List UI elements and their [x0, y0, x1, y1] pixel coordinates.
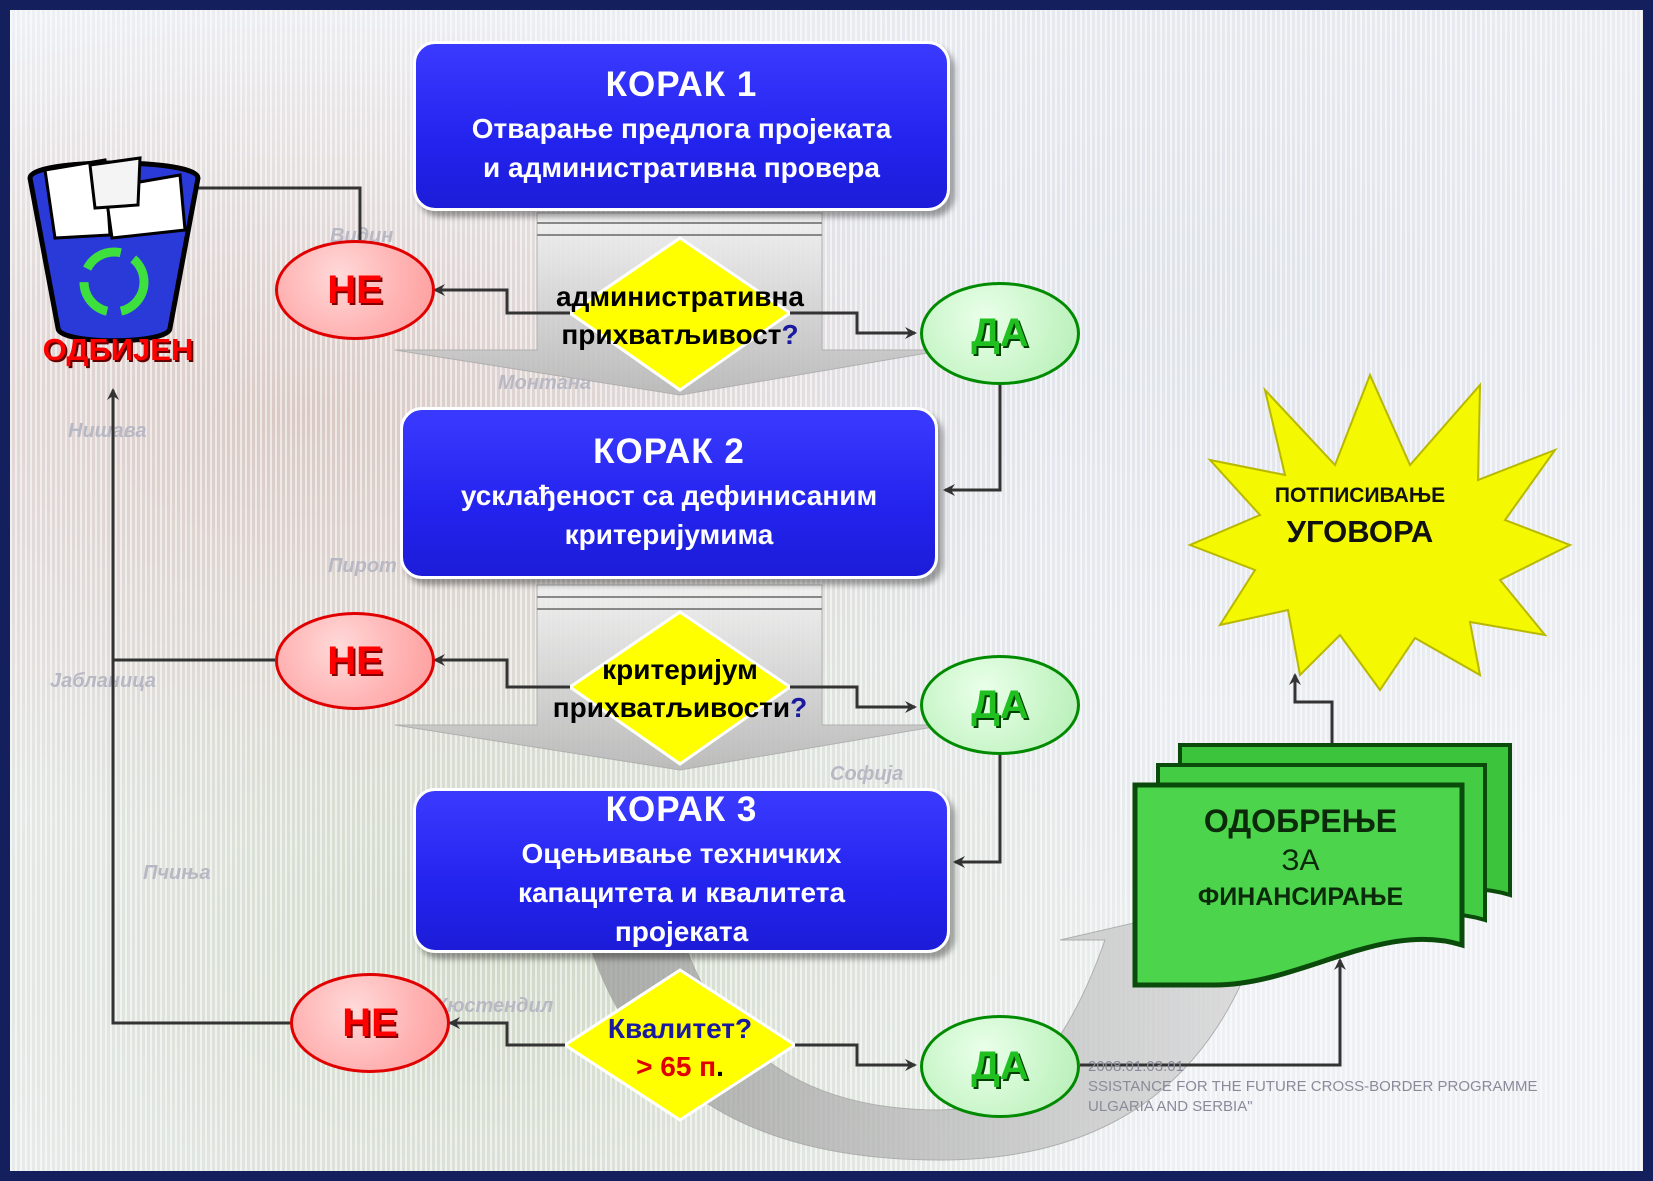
map-label: Пирот [328, 555, 397, 577]
rejected-label: ОДБИЈЕН [42, 332, 194, 367]
decision-line: прихватљивости [552, 692, 791, 723]
yes-ellipse-3: ДА [920, 1015, 1080, 1118]
approval-line: ОДОБРЕЊЕ [1203, 803, 1398, 839]
approval-document-stack [1132, 743, 1512, 988]
no-ellipse-1: НЕ [275, 240, 435, 340]
flow-graphics [27, 156, 1573, 1161]
decision-line: критеријум [602, 654, 758, 685]
step-title: КОРАК 1 [605, 65, 758, 104]
step-text: и административна провера [483, 152, 880, 183]
map-label: Нишава [68, 420, 147, 442]
step-text: Отварање предлога пројеката [471, 113, 892, 144]
decision-diamond-2 [567, 610, 793, 766]
decision-mark: . [716, 1051, 724, 1082]
decision-line: > 65 п [636, 1051, 717, 1082]
yes-label: ДА [971, 1044, 1029, 1088]
yes-ellipse-2: ДА [920, 655, 1080, 755]
no-label: НЕ [327, 638, 383, 683]
question-mark: ? [781, 319, 799, 350]
question-mark: ? [790, 692, 808, 723]
map-label: Кюстендил [435, 995, 554, 1017]
step-text: капацитета и квалитета [517, 877, 846, 908]
yes-label: ДА [971, 311, 1029, 355]
decision-text-3: Квалитет? > 65 п. [570, 1010, 790, 1086]
approval-text: ОДОБРЕЊЕ ЗА ФИНАНСИРАЊЕ [1138, 800, 1463, 914]
yes-label: ДА [971, 682, 1029, 727]
step-text: критеријумима [564, 519, 774, 550]
decision-line: прихватљивост [561, 319, 782, 350]
step-text: усклађеност са дефинисаним [460, 480, 878, 511]
step-box-2: КОРАК 2 усклађеност са дефинисаним крите… [400, 407, 938, 579]
footer-line: ULGARIA AND SERBIA" [1088, 1098, 1253, 1115]
map-label: Пчиња [143, 862, 211, 884]
step-text: Оцењивање техничких [521, 838, 842, 869]
step-text: пројеката [614, 916, 749, 947]
decision-text-1: административна прихватљивост? [530, 278, 830, 354]
map-label: Јабланица [50, 670, 157, 692]
decision-line: административна [556, 281, 804, 312]
approval-line: ФИНАНСИРАЊЕ [1197, 883, 1404, 911]
footer-code: 2008.01.03.01 [1088, 1058, 1184, 1075]
no-label: НЕ [342, 1000, 398, 1045]
no-ellipse-2: НЕ [275, 612, 435, 710]
signing-text: ПОТПИСИВАЊЕ УГОВОРА [1225, 480, 1495, 552]
decision-text-2: критеријум прихватљивости? [530, 651, 830, 727]
step-title: КОРАК 2 [593, 432, 745, 471]
yes-ellipse-1: ДА [920, 282, 1080, 385]
no-ellipse-3: НЕ [290, 973, 450, 1073]
signing-starburst [1187, 372, 1573, 692]
decision-diamond-3 [562, 968, 798, 1122]
no-label: НЕ [327, 267, 383, 312]
signing-line: УГОВОРА [1286, 514, 1434, 549]
approval-line: ЗА [1281, 844, 1320, 877]
recycle-bin-icon [27, 156, 201, 344]
signing-line: ПОТПИСИВАЊЕ [1274, 484, 1446, 507]
decision-diamond-1 [567, 236, 793, 392]
footer-line: SSISTANCE FOR THE FUTURE CROSS-BORDER PR… [1088, 1078, 1538, 1095]
map-label: Софија [830, 763, 904, 785]
step-title: КОРАК 3 [605, 790, 758, 829]
decision-line: Квалитет? [607, 1013, 753, 1044]
step-box-1: КОРАК 1 Отварање предлога пројеката и ад… [413, 41, 950, 211]
step-box-3: КОРАК 3 Оцењивање техничких капацитета и… [413, 788, 950, 953]
